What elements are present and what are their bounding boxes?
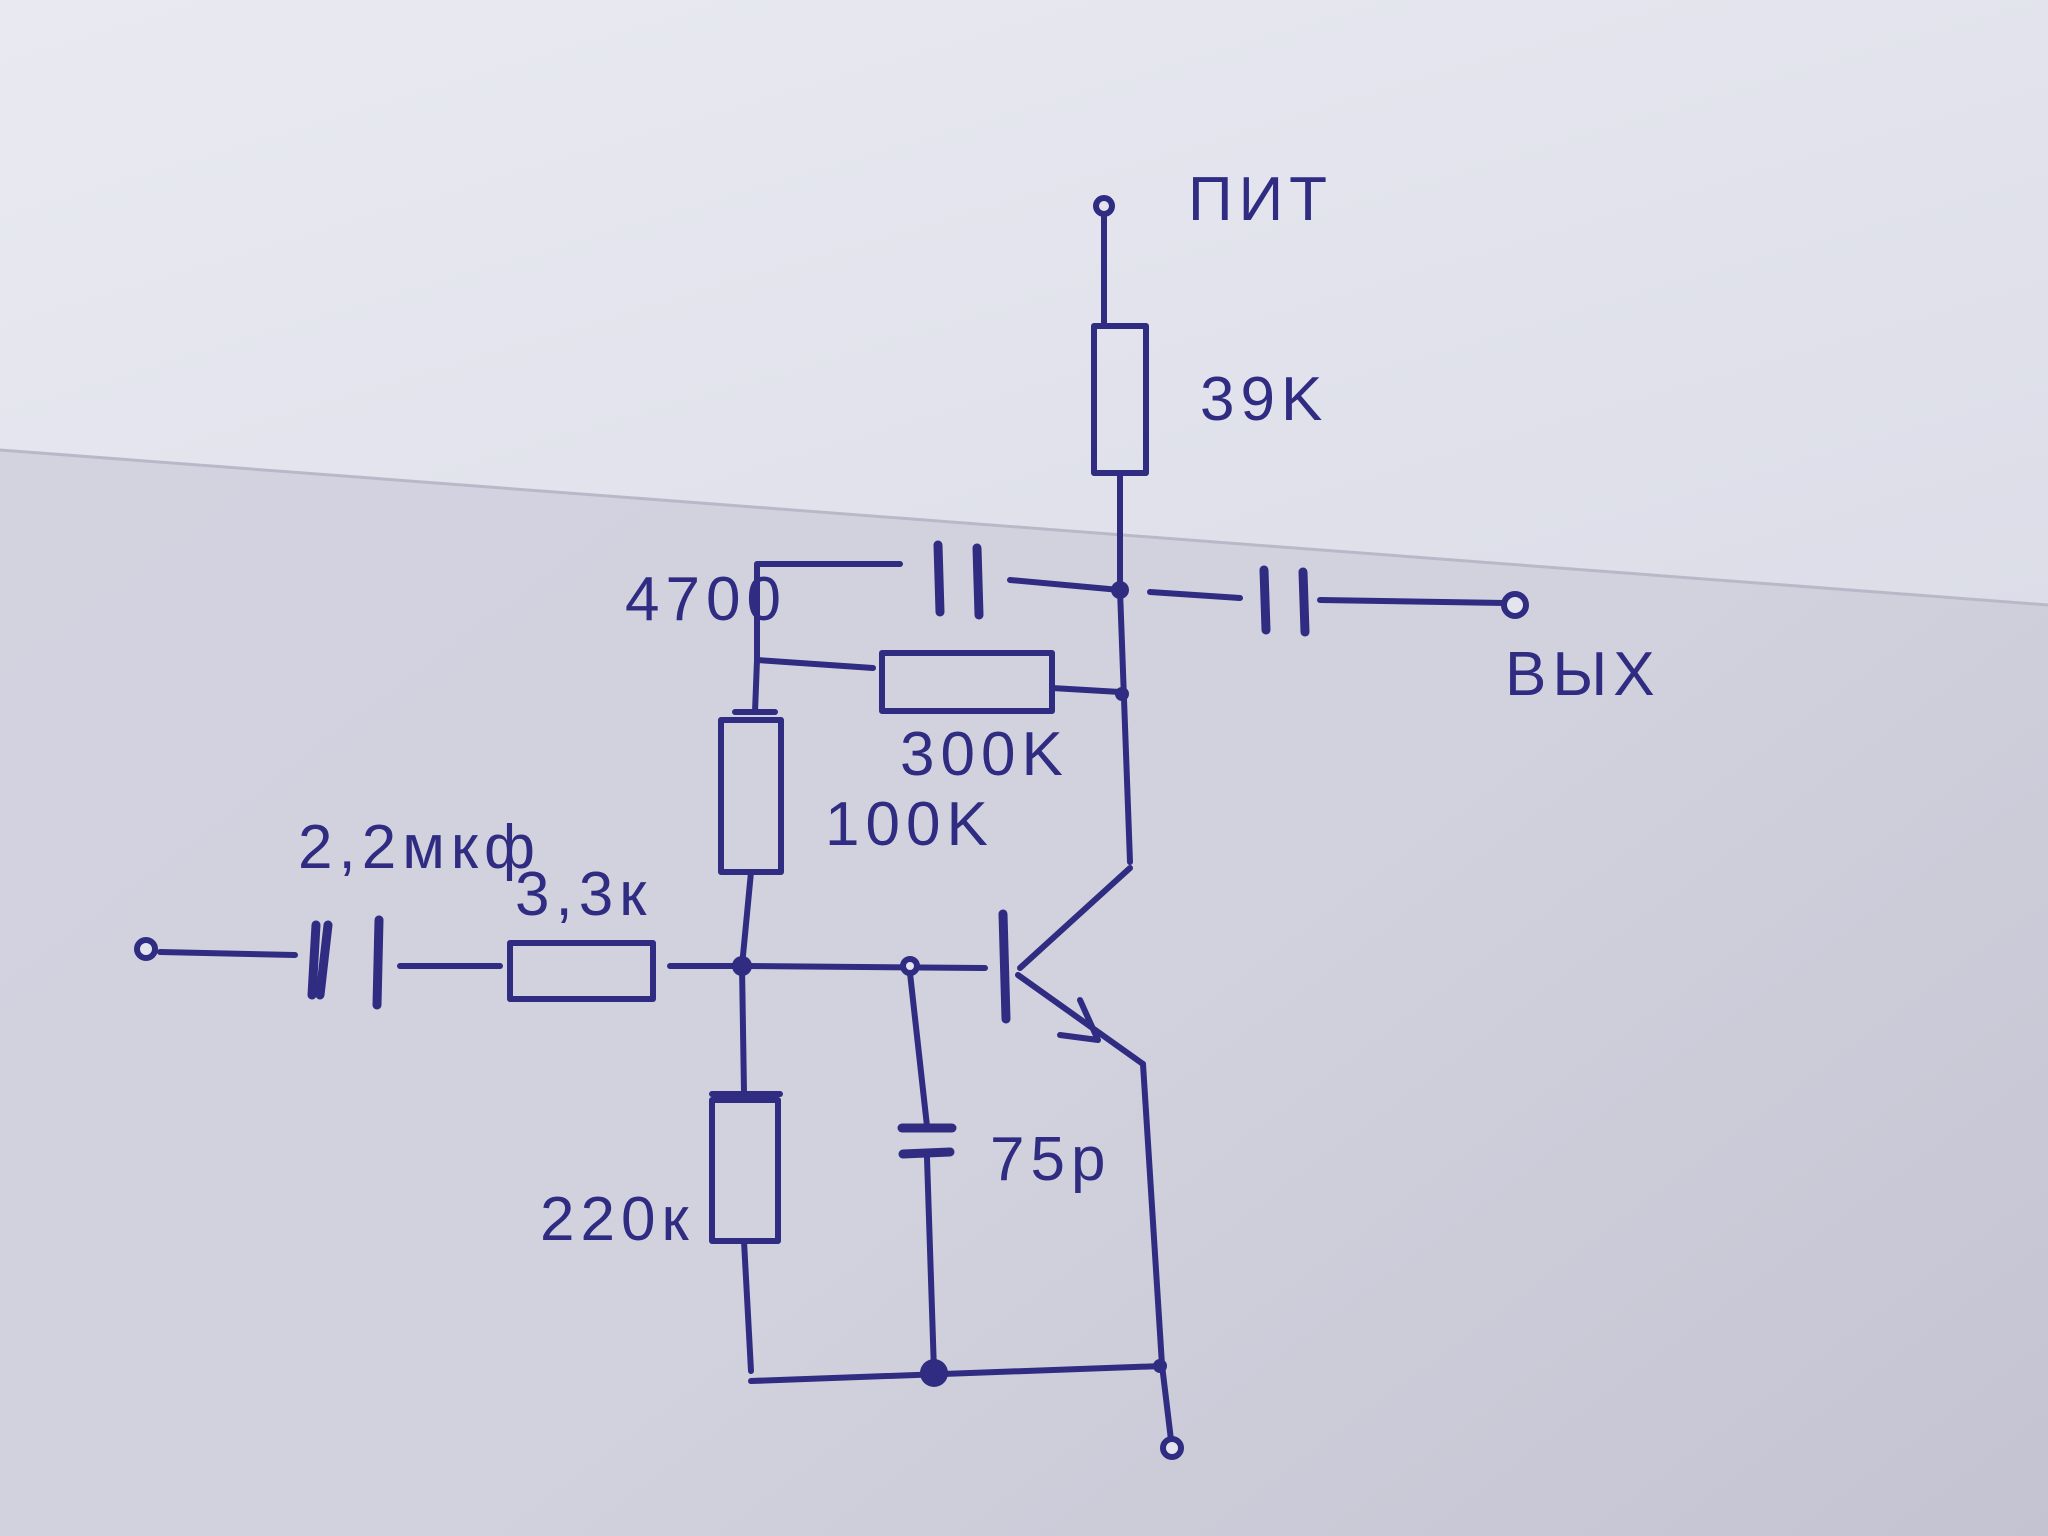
input-terminal	[134, 937, 158, 961]
power-label: ПИТ	[1188, 165, 1333, 234]
resistor-300k-label: 300K	[900, 720, 1069, 789]
ground-rail	[748, 1363, 1165, 1384]
emitter-ground-node	[1153, 1359, 1167, 1373]
ground-terminal	[1160, 1436, 1184, 1460]
resistor-3-3k	[507, 940, 745, 1002]
capacitor-75p-label: 75р	[990, 1125, 1111, 1194]
resistor-100k-label: 100K	[825, 790, 994, 859]
resistor-220k-label: 220к	[540, 1185, 695, 1254]
input-capacitor	[157, 915, 503, 1010]
base-wire	[739, 963, 988, 971]
ground-node	[920, 1359, 948, 1387]
resistor-220k	[709, 963, 783, 1374]
output-label: ВЫХ	[1505, 640, 1661, 709]
output-capacitor	[1147, 565, 1508, 637]
capacitor-4700-label: 4700	[625, 565, 787, 634]
power-terminal	[1093, 195, 1115, 329]
paper-fold-line	[0, 448, 2048, 607]
paper-upper-fold	[0, 0, 2048, 605]
resistor-100k	[718, 657, 784, 969]
resistor-39k	[1091, 323, 1149, 593]
input-capacitor-label: 2,2мкф	[298, 813, 541, 882]
capacitor-75p	[897, 970, 957, 1374]
resistor-39k-label: 39K	[1200, 365, 1328, 434]
output-terminal	[1501, 591, 1529, 619]
capacitor-4700	[754, 540, 1123, 663]
resistor-300k	[754, 650, 1123, 714]
resistor-3-3k-label: 3,3к	[515, 860, 652, 929]
